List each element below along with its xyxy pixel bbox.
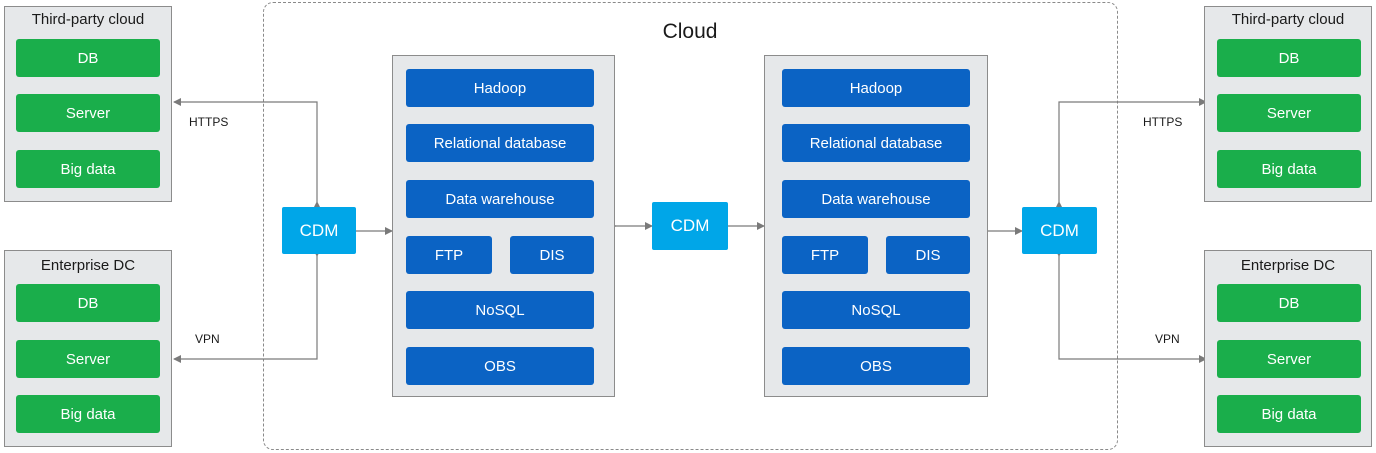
obs-box: OBS — [782, 347, 970, 385]
obs-box: OBS — [406, 347, 594, 385]
big-data-box: Big data — [1217, 150, 1361, 188]
db-box: DB — [16, 39, 160, 77]
vpn-link-right — [1055, 249, 1207, 363]
ftp-box: FTP — [406, 236, 492, 274]
server-box: Server — [16, 94, 160, 132]
group-title: Enterprise DC — [1240, 257, 1336, 274]
https-label-right: HTTPS — [1143, 115, 1183, 129]
cdm-right: CDM — [1022, 207, 1097, 254]
third-party-cloud-right: Third-party cloud DB Server Big data — [1204, 6, 1372, 202]
cdm-center: CDM — [652, 202, 728, 250]
db-box: DB — [1217, 284, 1361, 322]
cdm-left: CDM — [282, 207, 356, 254]
dis-box: DIS — [886, 236, 970, 274]
hadoop-box: Hadoop — [782, 69, 970, 107]
big-data-box: Big data — [1217, 395, 1361, 433]
https-link-right — [1055, 98, 1207, 209]
relational-database-box: Relational database — [406, 124, 594, 162]
group-title: Third-party cloud — [1231, 11, 1345, 28]
data-warehouse-box: Data warehouse — [406, 180, 594, 218]
https-label-left: HTTPS — [189, 115, 229, 129]
big-data-box: Big data — [16, 395, 160, 433]
vpn-link-left — [173, 249, 321, 363]
cloud-boundary — [263, 2, 1118, 450]
cloud-title: Cloud — [662, 20, 718, 43]
db-box: DB — [16, 284, 160, 322]
vpn-label-right: VPN — [1155, 332, 1180, 346]
relational-database-box: Relational database — [782, 124, 970, 162]
data-warehouse-box: Data warehouse — [782, 180, 970, 218]
db-box: DB — [1217, 39, 1361, 77]
https-link-left — [173, 98, 321, 209]
nosql-box: NoSQL — [406, 291, 594, 329]
ftp-box: FTP — [782, 236, 868, 274]
hadoop-box: Hadoop — [406, 69, 594, 107]
server-box: Server — [16, 340, 160, 378]
third-party-cloud-left: Third-party cloud DB Server Big data — [4, 6, 172, 202]
dis-box: DIS — [510, 236, 594, 274]
data-source-stack-right: Hadoop Relational database Data warehous… — [764, 55, 988, 397]
group-title: Third-party cloud — [31, 11, 145, 28]
server-box: Server — [1217, 340, 1361, 378]
data-source-stack-left: Hadoop Relational database Data warehous… — [392, 55, 615, 397]
big-data-box: Big data — [16, 150, 160, 188]
enterprise-dc-right: Enterprise DC DB Server Big data — [1204, 250, 1372, 447]
vpn-label-left: VPN — [195, 332, 220, 346]
group-title: Enterprise DC — [40, 257, 136, 274]
nosql-box: NoSQL — [782, 291, 970, 329]
server-box: Server — [1217, 94, 1361, 132]
enterprise-dc-left: Enterprise DC DB Server Big data — [4, 250, 172, 447]
